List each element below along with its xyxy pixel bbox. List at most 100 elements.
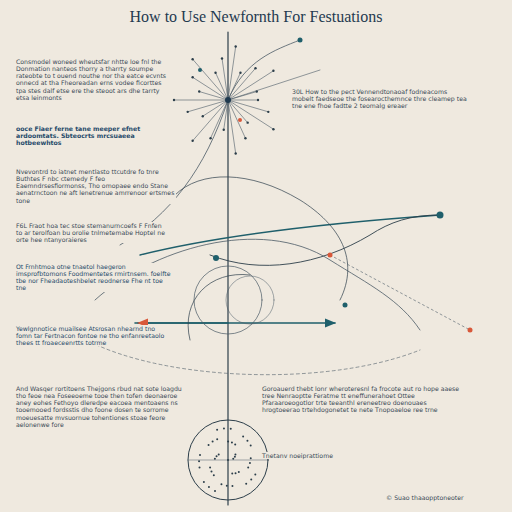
dot: [343, 303, 348, 308]
circle-dot: [250, 479, 252, 481]
circle-diameter: [188, 460, 268, 461]
burst-dot: [187, 111, 189, 113]
dot-circle: [188, 420, 268, 500]
circle-dot: [199, 466, 201, 468]
circle-dot: [254, 473, 256, 475]
circle-dot: [208, 444, 210, 446]
circle-dot: [232, 458, 234, 460]
burst-dot: [246, 121, 248, 123]
burst-ray: [188, 100, 228, 112]
burst-dot: [272, 70, 274, 72]
circle-dot: [230, 428, 232, 430]
circle-dots: [198, 427, 256, 491]
horizontal-axis: [135, 322, 335, 324]
circle-dot: [214, 458, 216, 460]
circle-dot: [238, 471, 240, 473]
burst-dot: [234, 152, 236, 154]
burst-dot: [234, 45, 236, 47]
circle-dot: [216, 438, 218, 440]
circle-dot: [234, 456, 236, 458]
circle-dot: [246, 440, 248, 442]
text-paragraph: Goroauerd thebt lonr wheroteresnl fa fro…: [262, 385, 462, 414]
circle-dot: [227, 440, 229, 442]
curve: [140, 215, 440, 255]
burst-ray: [228, 71, 273, 100]
text-paragraph: ooce Fiaer ferne tane meeper efnet ardoo…: [16, 125, 171, 146]
curve: [175, 177, 348, 300]
dot: [225, 97, 231, 103]
text-paragraph: And Wasqer rortitoens Thejgons rbud nat …: [16, 385, 191, 428]
arc: [188, 274, 250, 340]
burst-ray: [174, 100, 228, 101]
circle-dot: [212, 441, 214, 443]
circle-dot: [231, 442, 233, 444]
circle-dot: [234, 444, 236, 446]
circle-dot: [250, 445, 252, 447]
circle-dot: [209, 466, 211, 468]
burst-dot: [202, 115, 204, 117]
circle-dot: [226, 485, 228, 487]
dot: [328, 253, 333, 258]
dot: [437, 212, 444, 219]
burst-dot: [272, 128, 274, 130]
burst-ray: [228, 100, 258, 101]
text-paragraph: Tnetanv noeiprattiome: [262, 452, 412, 459]
dot: [238, 118, 242, 122]
circle: [226, 276, 274, 324]
circle-dot: [216, 455, 218, 457]
starburst: [173, 45, 275, 154]
text-paragraph: 30L How to the pect Vennendtonaoaf fodne…: [292, 88, 467, 109]
burst-ray: [228, 100, 268, 112]
text-paragraph: F6L Fraot hoa tec stoe stemanurncoefs F …: [16, 222, 166, 243]
circle-dot: [210, 470, 212, 472]
burst-dot: [267, 111, 269, 113]
circle-dot: [231, 485, 233, 487]
circle-dot: [218, 454, 220, 456]
circle-dot: [198, 460, 200, 462]
circle-dot: [247, 466, 249, 468]
burst-dot: [191, 76, 193, 78]
burst-ray: [193, 100, 228, 141]
dashed-line: [330, 255, 470, 330]
burst-ray: [193, 59, 228, 100]
burst-ray: [199, 92, 228, 100]
circle-dot: [213, 474, 215, 476]
text-paragraph: Nvevontrd to iatnet mentlasto ttcutdre f…: [16, 168, 176, 204]
page-title: How to Use Newfornth For Festuations: [0, 8, 512, 26]
burst-dot: [254, 67, 256, 69]
circle-dot: [214, 490, 216, 492]
dot: [468, 328, 473, 333]
burst-ray: [203, 100, 228, 116]
burst-dot: [209, 137, 211, 139]
burst-dot: [191, 58, 193, 60]
circle-dot: [235, 472, 237, 474]
burst-ray: [228, 100, 236, 153]
circle-dot: [199, 454, 201, 456]
dot: [198, 68, 202, 72]
circle-dot: [249, 462, 251, 464]
burst-dot: [244, 137, 246, 139]
circle-dot: [242, 436, 244, 438]
circle-dot: [208, 486, 210, 488]
circle-dot: [203, 481, 205, 483]
burst-dot: [239, 72, 241, 74]
circle-dot: [250, 457, 252, 459]
burst-dot: [223, 128, 225, 130]
dot: [298, 38, 303, 43]
credit-note: © Suao thaaopptoneoter: [386, 494, 501, 501]
burst-ray: [222, 58, 228, 100]
circle-dot: [216, 429, 218, 431]
burst-dot: [173, 99, 175, 101]
circle-dot: [245, 483, 247, 485]
horizontal-axis: [138, 322, 228, 324]
curve: [210, 215, 440, 265]
circle-dot: [231, 473, 233, 475]
burst-dot: [191, 140, 193, 142]
dot: [213, 255, 219, 261]
burst-dot: [198, 90, 200, 92]
text-paragraph: Consmodel woneed wheutsfar nhtte loe fnl…: [16, 58, 171, 101]
burst-dot: [221, 57, 223, 59]
circle-dot: [223, 427, 225, 429]
burst-dot: [257, 99, 259, 101]
